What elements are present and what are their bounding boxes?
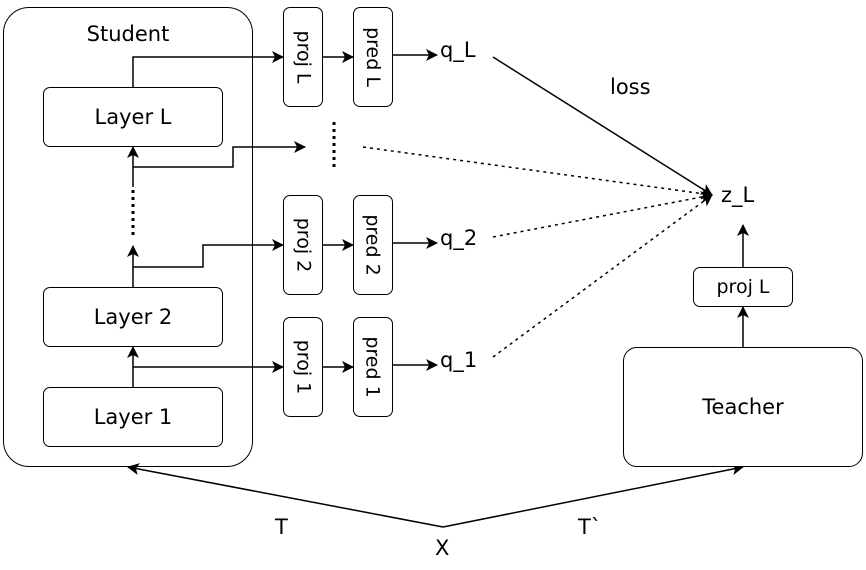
edge-mid-to-dots: [133, 141, 306, 168]
proj-L-label: proj L: [292, 30, 315, 84]
proj-1-label: proj 1: [292, 339, 314, 395]
edge-layer2-to-proj2: [133, 239, 284, 268]
layer-1-label: Layer 1: [93, 405, 173, 429]
layer-L-box: Layer L: [43, 87, 223, 147]
edge-qL-to-zL: [492, 56, 713, 196]
pred-L-box: pred L: [353, 7, 393, 107]
t-teacher-label: T`: [578, 515, 602, 539]
pred-2-box: pred 2: [353, 195, 393, 295]
edge-q2-to-zL: [492, 191, 713, 238]
teacher-proj-label: proj L: [716, 276, 770, 298]
student-title: Student: [86, 22, 170, 46]
z-L-label: z_L: [721, 183, 755, 207]
layer-1-box: Layer 1: [43, 387, 223, 447]
q-2-label: q_2: [440, 226, 478, 250]
student-container: Student: [3, 7, 253, 467]
x-label: X: [435, 536, 450, 560]
edge-x-to-student: [127, 463, 444, 528]
layer-L-label: Layer L: [94, 105, 172, 129]
layer-2-box: Layer 2: [43, 287, 223, 347]
proj-L-box: proj L: [283, 7, 323, 107]
loss-label: loss: [610, 75, 651, 99]
teacher-proj-box: proj L: [693, 267, 793, 307]
pred-L-label: pred L: [362, 27, 384, 87]
edge-x-to-teacher: [442, 463, 744, 528]
proj-2-label: proj 2: [292, 217, 314, 273]
pred-1-label: pred 1: [362, 336, 384, 398]
edge-dots-to-zL: [362, 146, 713, 200]
edge-layerL-to-projL: [132, 51, 284, 87]
t-student-label: T: [275, 515, 288, 539]
pred-2-label: pred 2: [362, 214, 384, 276]
teacher-box: Teacher: [623, 347, 863, 467]
proj-2-box: proj 2: [283, 195, 323, 295]
proj-1-box: proj 1: [283, 317, 323, 417]
pred-1-box: pred 1: [353, 317, 393, 417]
teacher-label: Teacher: [702, 395, 784, 419]
q-L-label: q_L: [440, 38, 476, 62]
layer-2-label: Layer 2: [93, 305, 173, 329]
edge-q1-to-zL: [492, 194, 713, 358]
q-1-label: q_1: [440, 348, 478, 372]
